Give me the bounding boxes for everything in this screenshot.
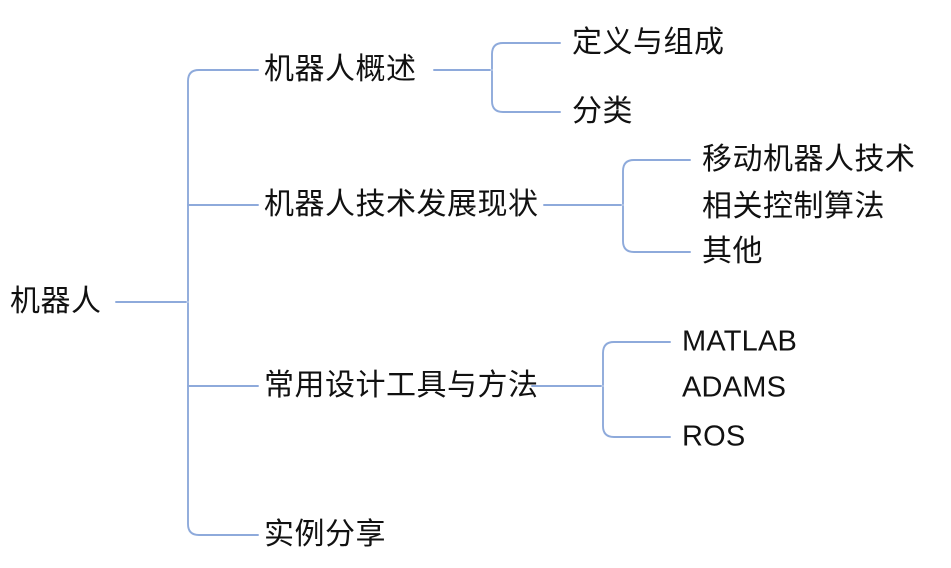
branch-1-bracket-down <box>622 205 691 253</box>
root-node[interactable]: 机器人 <box>10 285 102 318</box>
branch-node-technology-status[interactable]: 机器人技术发展现状 <box>264 188 539 221</box>
branch-0-bracket-down <box>491 70 561 113</box>
leaf-node-classification[interactable]: 分类 <box>572 95 633 128</box>
leaf-node-mobile-robot-tech[interactable]: 移动机器人技术 <box>702 143 916 176</box>
branch-node-case-sharing[interactable]: 实例分享 <box>264 518 386 551</box>
branch-0-bracket-up <box>491 42 561 70</box>
leaf-node-definition-composition[interactable]: 定义与组成 <box>572 26 725 59</box>
branch-2-bracket-up <box>602 341 671 386</box>
leaf-node-others[interactable]: 其他 <box>702 235 763 268</box>
leaf-node-control-algorithms[interactable]: 相关控制算法 <box>702 190 885 223</box>
branch-node-robot-overview[interactable]: 机器人概述 <box>264 53 417 86</box>
branch-2-bracket-down <box>602 386 671 438</box>
root-bracket-down <box>187 302 259 536</box>
leaf-node-adams[interactable]: ADAMS <box>682 371 787 404</box>
leaf-node-ros[interactable]: ROS <box>682 420 746 453</box>
branch-node-design-tools[interactable]: 常用设计工具与方法 <box>264 369 539 402</box>
leaf-node-matlab[interactable]: MATLAB <box>682 325 798 358</box>
root-bracket-up <box>187 69 259 302</box>
branch-1-bracket-up <box>622 159 691 205</box>
